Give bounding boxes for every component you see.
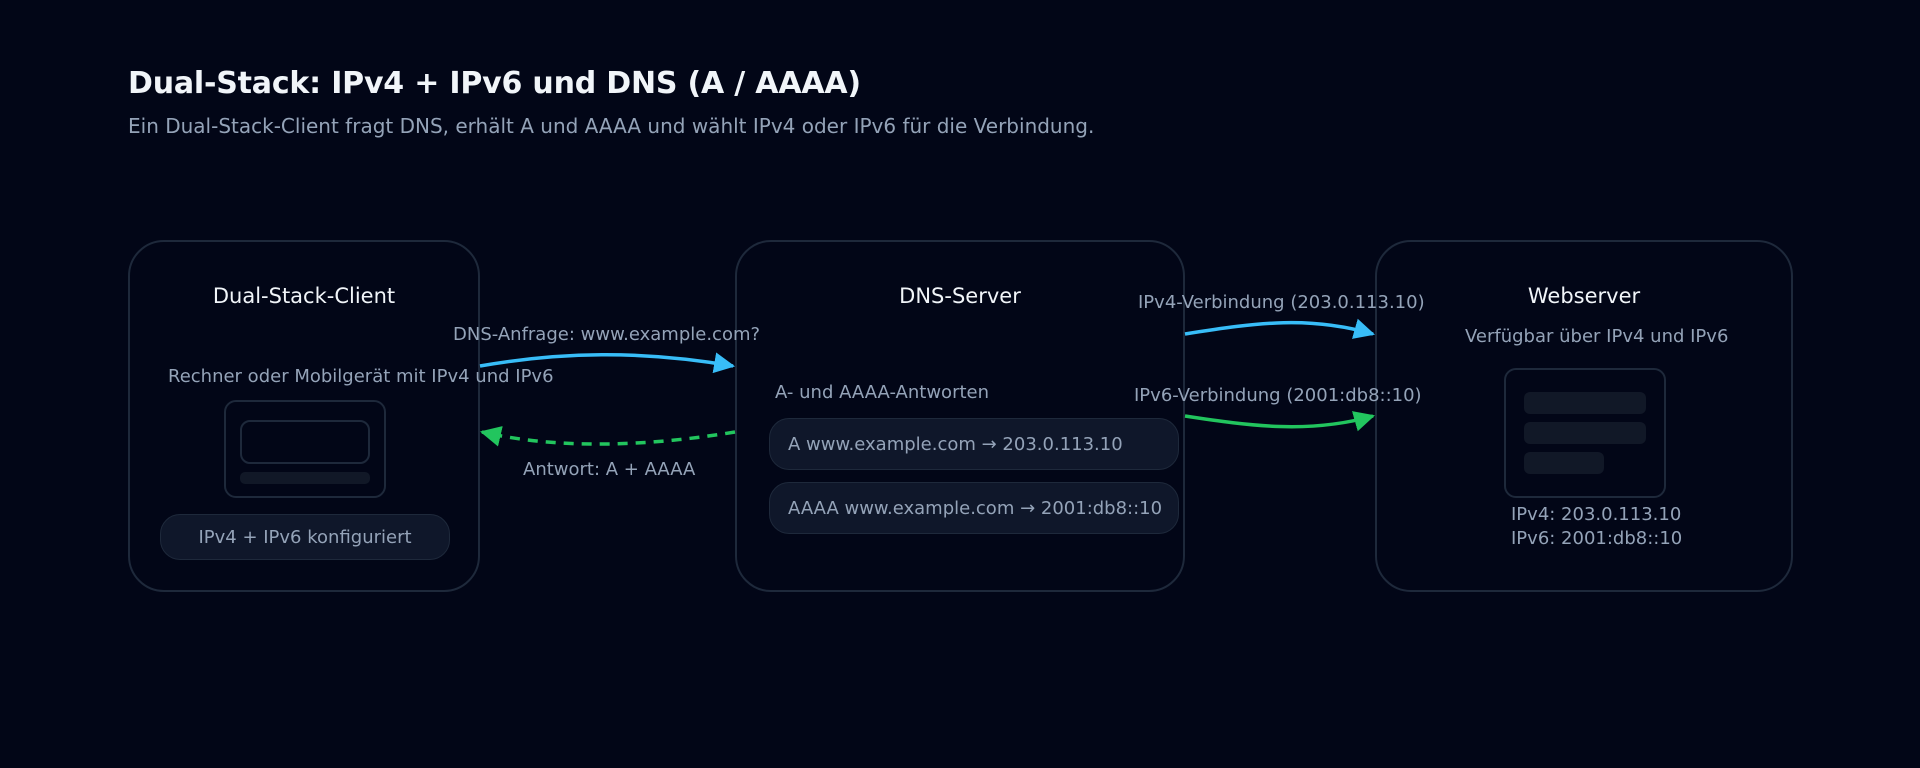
dns-query-arrow xyxy=(479,352,736,374)
client-node: Dual-Stack-Client Rechner oder Mobilgerä… xyxy=(128,240,554,592)
dns-title: DNS-Server xyxy=(899,284,1021,308)
webserver-ipv4: IPv4: 203.0.113.10 xyxy=(1511,504,1682,525)
dns-answer-arrow xyxy=(479,426,736,447)
webserver-node: Webserver Verfügbar über IPv4 und IPv6 I… xyxy=(1375,240,1793,592)
ipv6-connection-arrow xyxy=(1184,411,1376,432)
client-description: Rechner oder Mobilgerät mit IPv4 und IPv… xyxy=(168,366,554,387)
ipv6-connection-label: IPv6-Verbindung (2001:db8::10) xyxy=(1134,385,1422,406)
client-title: Dual-Stack-Client xyxy=(212,284,396,308)
server-icon xyxy=(1504,368,1666,498)
server-slot-icon xyxy=(1524,422,1646,444)
device-icon xyxy=(224,400,386,498)
webserver-description: Verfügbar über IPv4 und IPv6 xyxy=(1465,326,1729,347)
ipv4-connection-arrow xyxy=(1184,318,1376,339)
device-keyboard-icon xyxy=(240,472,370,484)
dns-record-a-label: A www.example.com → 203.0.113.10 xyxy=(788,433,1123,455)
server-slot-icon xyxy=(1524,392,1646,414)
webserver-title: Webserver xyxy=(1527,284,1641,308)
dns-server-node: DNS-Server A- und AAAA-Antworten A www.e… xyxy=(735,240,1185,592)
dns-record-aaaa-label: AAAA www.example.com → 2001:db8::10 xyxy=(788,497,1163,519)
dns-answer-label: Antwort: A + AAAA xyxy=(523,459,696,480)
dns-query-label: DNS-Anfrage: www.example.com? xyxy=(453,324,761,345)
device-screen-icon xyxy=(240,420,370,464)
diagram-title: Dual-Stack: IPv4 + IPv6 und DNS (A / AAA… xyxy=(128,66,861,101)
client-config-label: IPv4 + IPv6 konfiguriert xyxy=(198,526,412,548)
webserver-ipv6: IPv6: 2001:db8::10 xyxy=(1511,528,1683,549)
dns-section-label: A- und AAAA-Antworten xyxy=(775,382,990,403)
client-config-badge: IPv4 + IPv6 konfiguriert xyxy=(160,514,450,560)
ipv4-connection-label: IPv4-Verbindung (203.0.113.10) xyxy=(1138,292,1425,313)
server-slot-icon xyxy=(1524,452,1604,474)
dns-record-a: A www.example.com → 203.0.113.10 xyxy=(769,418,1179,470)
dns-record-aaaa: AAAA www.example.com → 2001:db8::10 xyxy=(769,482,1179,534)
diagram-subtitle: Ein Dual-Stack-Client fragt DNS, erhält … xyxy=(128,114,1095,138)
